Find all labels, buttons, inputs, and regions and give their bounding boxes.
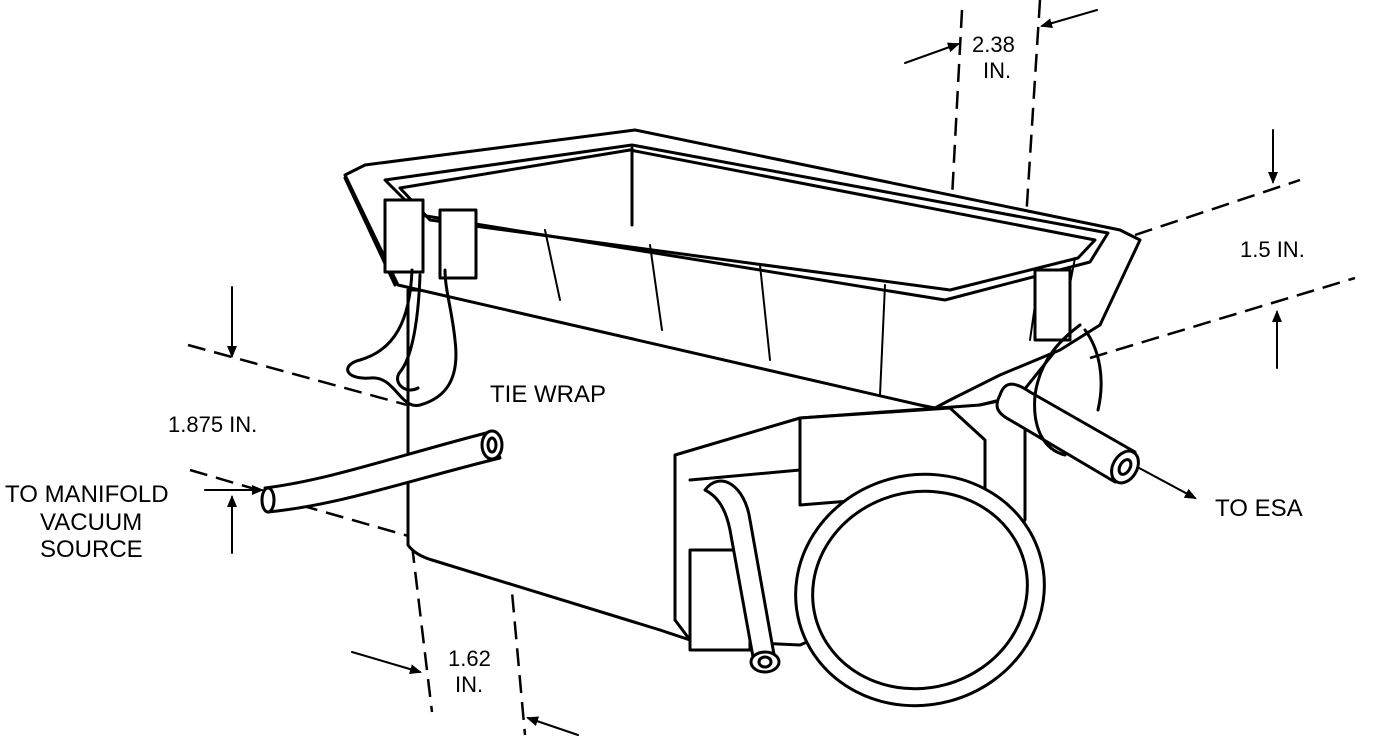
tie-wrap-label: TIE WRAP (490, 381, 606, 408)
vacuum-hose (260, 429, 504, 514)
manifold-label-line1: TO MANIFOLD (5, 481, 169, 508)
to-esa-label: TO ESA (1215, 495, 1303, 522)
dim-top-unit: IN. (983, 58, 1011, 83)
wire-loops (346, 268, 458, 407)
esa-tube (995, 323, 1140, 485)
snorkel-duct (673, 393, 1046, 708)
dim-right-label: 1.5 IN. (1240, 237, 1305, 262)
dim-left-label: 1.875 IN. (168, 412, 257, 437)
dim-bottom-value: 1.62 (448, 646, 491, 671)
manifold-label-line2: VACUUM (40, 509, 142, 536)
dim-bottom-unit: IN. (455, 672, 483, 697)
dimension-arrows (204, 9, 1282, 736)
manifold-label-line3: SOURCE (40, 536, 143, 563)
dim-top-value: 2.38 (972, 32, 1015, 57)
labels: 2.38 IN. 1.5 IN. 1.875 IN. TIE WRAP TO M… (5, 32, 1305, 697)
